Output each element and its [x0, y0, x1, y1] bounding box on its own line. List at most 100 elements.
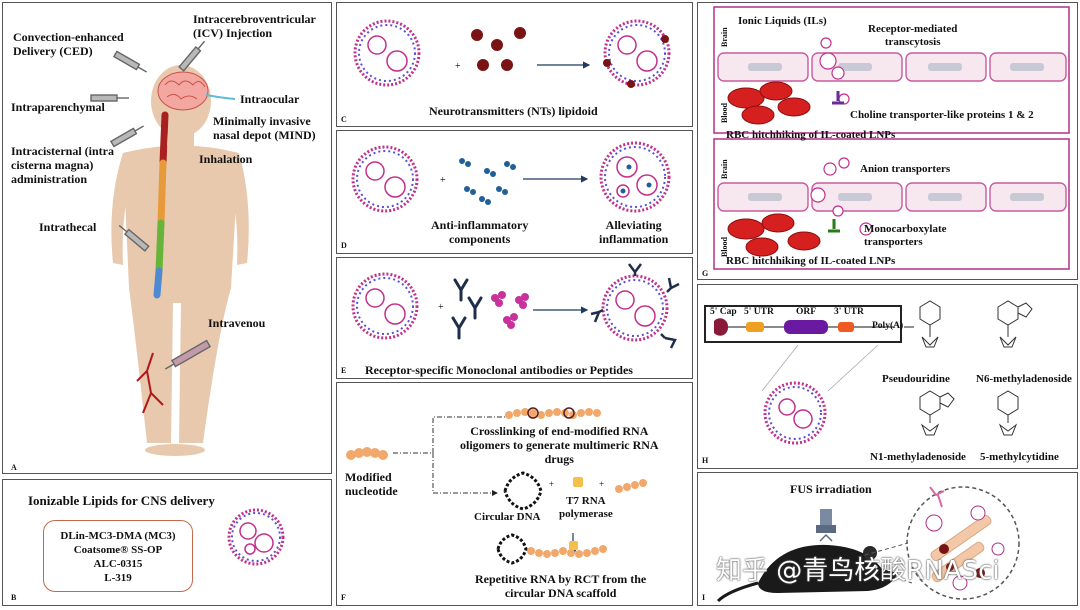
- t7-polymerase-label: T7 RNA polymerase: [559, 495, 613, 520]
- ionizable-lipid-list: DLin-MC3-DMA (MC3) Coatsome® SS-OP ALC-0…: [43, 520, 193, 592]
- route-intrathecal: Intrathecal: [39, 220, 97, 234]
- anti-inflammatory-line2: components: [448, 231, 511, 246]
- panel-g-label: G: [702, 269, 709, 278]
- alleviating-line2: inflammation: [599, 231, 669, 246]
- panel-a: Convection-enhanced Delivery (CED) Intra…: [2, 2, 332, 474]
- crosslinking-line3: drugs: [544, 451, 574, 466]
- alleviating-label: Alleviating inflammation: [599, 218, 669, 247]
- panel-h: 5' Cap 5' UTR ORF 3' UTR Poly(A) Pseudou…: [697, 284, 1078, 469]
- route-intraparenchymal: Intraparenchymal: [11, 100, 105, 114]
- blood-label-bottom: Blood: [720, 236, 729, 257]
- fus-irradiation-label: FUS irradiation: [790, 482, 872, 496]
- lipid-coatsome: Coatsome® SS-OP: [73, 544, 163, 556]
- circular-dna-label: Circular DNA: [474, 511, 541, 523]
- ionic-liquids-label: Ionic Liquids (ILs): [738, 15, 827, 27]
- route-intracisternal-line1: Intracisternal (intra: [11, 144, 114, 158]
- svg-text:+: +: [599, 479, 604, 489]
- five-cap-label: 5' Cap: [710, 307, 737, 317]
- nucleoside-structures: [919, 300, 1033, 436]
- panel-b-title: Ionizable Lipids for CNS delivery: [28, 493, 215, 508]
- svg-text:+: +: [549, 479, 554, 489]
- rna-multimer-diagram: + +: [346, 407, 647, 565]
- antibody-peptide-diagram: +: [351, 263, 680, 349]
- crosslinking-label: Crosslinking of end-modified RNA oligome…: [460, 424, 659, 466]
- five-utr-label: 5' UTR: [744, 307, 774, 317]
- panel-e-caption: Receptor-specific Monoclonal antibodies …: [365, 363, 633, 377]
- rbc-hitchhiking-label-bottom: RBC hitchhiking of IL-coated LNPs: [726, 255, 896, 267]
- fus-mouse-diagram: [716, 486, 1020, 603]
- panel-g: Brain Blood Brain Blood Ionic Liquids (I…: [697, 2, 1078, 280]
- route-icv-line1: Intracerebroventricular: [193, 12, 316, 26]
- bbb-transport-diagram: [713, 6, 1070, 270]
- crosslinking-line1: Crosslinking of end-modified RNA: [470, 424, 649, 438]
- panel-e: + Receptor-specific Monoclonal anti: [336, 257, 693, 379]
- rct-line2: circular DNA scaffold: [504, 585, 617, 600]
- mct-line1: Monocarboxylate: [864, 223, 947, 235]
- route-icv-line2: (ICV) Injection: [193, 25, 272, 40]
- choline-transporter-label: Choline transporter-like proteins 1 & 2: [850, 109, 1034, 121]
- lipid-alc0315: ALC-0315: [93, 558, 143, 570]
- watermark: 知乎 @青鸟核酸RNASci: [716, 556, 1000, 586]
- polya-label: Poly(A): [872, 321, 904, 331]
- three-utr-label: 3' UTR: [834, 307, 864, 317]
- brain-label-top: Brain: [720, 27, 729, 47]
- five-methylcytidine-label: 5-methylcytidine: [980, 451, 1059, 463]
- panel-f: + + Modified nucleotide Crosslinking of …: [336, 382, 693, 606]
- orf-label: ORF: [796, 307, 817, 317]
- panel-b: Ionizable Lipids for CNS delivery DLin-M…: [2, 479, 332, 606]
- modified-nucleotide-line2: nucleotide: [345, 483, 398, 498]
- panel-i-label: I: [702, 593, 706, 602]
- panel-i: FUS irradiation I: [697, 472, 1078, 606]
- route-ced-line2: Delivery (CED): [13, 43, 93, 58]
- panel-d: + Anti-inflammatory components Alleviati…: [336, 130, 693, 254]
- route-mind-line2: nasal depot (MIND): [213, 127, 316, 142]
- panel-h-label: H: [702, 456, 709, 465]
- t7-line2: polymerase: [559, 507, 613, 520]
- route-mind: Minimally invasive nasal depot (MIND): [213, 114, 316, 143]
- panel-f-label: F: [341, 593, 346, 602]
- mrna-construct-box: [704, 305, 902, 343]
- anti-inflammatory-line1: Anti-inflammatory: [431, 218, 529, 232]
- blood-label-top: Blood: [720, 102, 729, 123]
- route-icv: Intracerebroventricular (ICV) Injection: [193, 12, 316, 41]
- route-ced-line1: Convection-enhanced: [13, 30, 124, 44]
- route-intracisternal-line3: administration: [11, 171, 88, 186]
- modified-nucleotide-line1: Modified: [345, 470, 392, 484]
- svg-text:+: +: [440, 175, 446, 186]
- n1-methyladenoside-label: N1-methyladenoside: [870, 451, 966, 463]
- alleviating-line1: Alleviating: [605, 218, 662, 232]
- panel-c: + Neurotransmitters (NTs) lipidoid C: [336, 2, 693, 127]
- route-intracisternal: Intracisternal (intra cisterna magna) ad…: [11, 144, 114, 186]
- route-inhalation: Inhalation: [199, 152, 253, 166]
- modified-nucleotide-label: Modified nucleotide: [345, 470, 398, 499]
- anti-inflammatory-label: Anti-inflammatory components: [431, 218, 529, 247]
- n6-methyladenoside-label: N6-methyladenoside: [976, 373, 1072, 385]
- anti-inflammatory-diagram: +: [351, 141, 671, 213]
- route-intracisternal-line2: cisterna magna): [11, 157, 94, 172]
- route-intraocular: Intraocular: [240, 92, 300, 106]
- brain-label-bottom: Brain: [720, 159, 729, 179]
- human-body-illustration: [90, 40, 249, 456]
- route-mind-line1: Minimally invasive: [213, 114, 311, 128]
- lipid-mc3: DLin-MC3-DMA (MC3): [60, 530, 176, 542]
- panel-b-label: B: [11, 593, 17, 602]
- rmt-line1: Receptor-mediated: [868, 23, 958, 35]
- mct-line2: transporters: [864, 235, 923, 248]
- pseudouridine-label: Pseudouridine: [882, 373, 950, 385]
- panel-c-caption: Neurotransmitters (NTs) lipidoid: [429, 104, 598, 118]
- anion-transporter-label: Anion transporters: [860, 163, 951, 175]
- rct-label: Repetitive RNA by RCT from the circular …: [475, 572, 647, 601]
- t7-line1: T7 RNA: [566, 495, 606, 507]
- panel-c-label: C: [341, 115, 347, 124]
- panel-e-label: E: [341, 366, 347, 375]
- svg-text:+: +: [438, 302, 444, 313]
- nt-lipidoid-diagram: +: [353, 19, 671, 88]
- lnp-icon: [227, 508, 285, 566]
- rct-line1: Repetitive RNA by RCT from the: [475, 572, 647, 586]
- lipid-l319: L-319: [104, 572, 132, 584]
- panel-a-label: A: [11, 463, 17, 472]
- svg-text:+: +: [455, 61, 461, 72]
- crosslinking-line2: oligomers to generate multimeric RNA: [460, 437, 659, 452]
- rbc-hitchhiking-label-top: RBC hitchhiking of IL-coated LNPs: [726, 129, 896, 141]
- route-ced: Convection-enhanced Delivery (CED): [13, 30, 124, 59]
